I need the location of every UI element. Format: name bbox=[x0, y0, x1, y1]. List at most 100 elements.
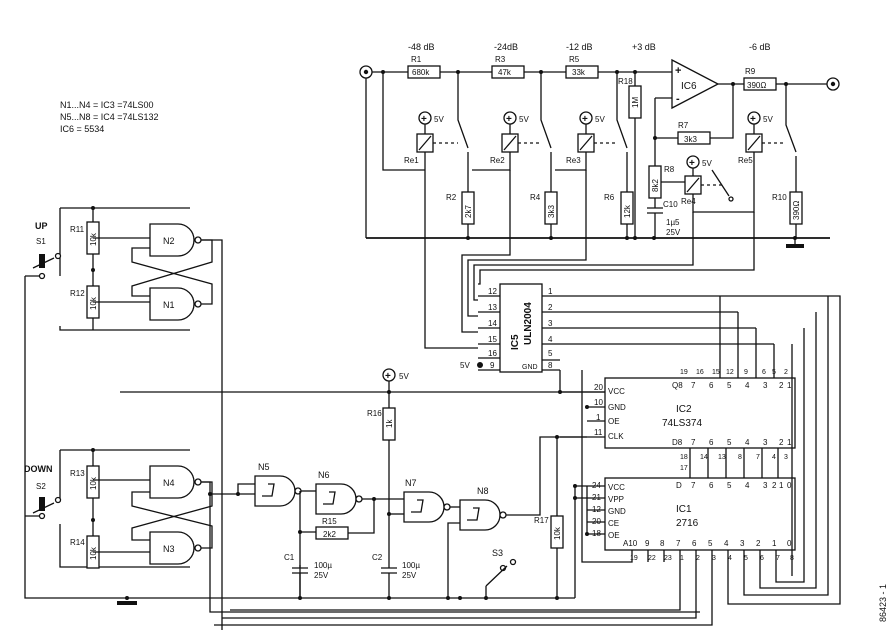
ic2-74ls374: VCC GND OE CLK 20 10 1 11 IC2 74LS374 Q8… bbox=[560, 296, 796, 478]
svg-text:3: 3 bbox=[712, 555, 716, 562]
svg-text:N5: N5 bbox=[258, 462, 270, 472]
svg-text:6: 6 bbox=[760, 555, 764, 562]
flipflop-down: R13 10k R14 10k N4 N3 DOWN S2 bbox=[24, 448, 700, 613]
notes-block: N1...N4 = IC3 =74LS00 N5...N8 = IC4 =74L… bbox=[60, 100, 159, 134]
flipflop-up: R11 10k R12 10k N2 N1 UP S1 bbox=[24, 206, 223, 630]
relay-re2: + 5V Re2 bbox=[472, 111, 541, 171]
svg-text:2: 2 bbox=[779, 438, 784, 447]
r5-value: 33k bbox=[572, 68, 586, 77]
svg-text:CLK: CLK bbox=[608, 432, 624, 441]
svg-text:N2: N2 bbox=[163, 236, 175, 246]
svg-text:15: 15 bbox=[488, 335, 497, 344]
svg-text:ULN2004: ULN2004 bbox=[523, 302, 534, 345]
relay-re3: + 5V Re3 bbox=[555, 111, 617, 171]
svg-text:D8: D8 bbox=[672, 438, 683, 447]
svg-text:Re1: Re1 bbox=[404, 156, 419, 165]
svg-text:7: 7 bbox=[691, 381, 696, 390]
ground-symbol-logic bbox=[117, 601, 137, 605]
svg-text:16: 16 bbox=[488, 349, 497, 358]
attenuator-section: -48 dB -24dB -12 dB +3 dB -6 dB R1 680k … bbox=[359, 42, 840, 255]
svg-text:2716: 2716 bbox=[676, 518, 699, 529]
svg-text:1: 1 bbox=[772, 539, 777, 548]
r15-name: R15 bbox=[322, 517, 337, 526]
svg-text:4: 4 bbox=[745, 481, 750, 490]
svg-text:3: 3 bbox=[740, 539, 745, 548]
svg-text:10: 10 bbox=[594, 398, 603, 407]
r6-name: R6 bbox=[604, 193, 615, 202]
svg-text:9: 9 bbox=[490, 361, 495, 370]
r1-value: 680k bbox=[412, 68, 430, 77]
r14-value: 10k bbox=[89, 546, 98, 560]
r12-name: R12 bbox=[70, 289, 85, 298]
r11-name: R11 bbox=[70, 225, 85, 234]
svg-text:5: 5 bbox=[727, 381, 732, 390]
c10-name: C10 bbox=[663, 200, 678, 209]
ic1-2716: VCC VPP GND CE OE 24 21 12 20 18 IC1 271… bbox=[214, 296, 829, 626]
svg-text:7: 7 bbox=[756, 454, 760, 461]
svg-text:OE: OE bbox=[608, 417, 620, 426]
svg-text:5V: 5V bbox=[399, 372, 409, 381]
relay-re1: + 5V Re1 bbox=[404, 111, 458, 255]
svg-text:N8: N8 bbox=[477, 486, 489, 496]
capacitors-c1-c2: C1 100µ 25V C2 100µ 25V bbox=[284, 553, 420, 600]
svg-text:74LS374: 74LS374 bbox=[662, 418, 702, 429]
svg-text:OE: OE bbox=[608, 531, 620, 540]
svg-text:5V: 5V bbox=[702, 159, 712, 168]
r6-value: 12k bbox=[623, 204, 632, 218]
svg-text:S1: S1 bbox=[36, 237, 46, 246]
svg-text:13: 13 bbox=[488, 303, 497, 312]
svg-text:CE: CE bbox=[608, 519, 619, 528]
gate-n1 bbox=[149, 287, 195, 321]
svg-text:1: 1 bbox=[787, 438, 792, 447]
c10-value: 1µ5 bbox=[666, 218, 680, 227]
relay-re5: + 5V Re5 bbox=[738, 111, 786, 165]
svg-text:17: 17 bbox=[680, 465, 688, 472]
svg-text:1: 1 bbox=[548, 287, 553, 296]
svg-text:1: 1 bbox=[680, 555, 684, 562]
svg-text:3: 3 bbox=[548, 319, 553, 328]
svg-text:2: 2 bbox=[756, 539, 761, 548]
svg-text:0: 0 bbox=[787, 481, 792, 490]
svg-text:1: 1 bbox=[779, 481, 784, 490]
svg-text:+: + bbox=[675, 65, 681, 77]
r2-value: 2k7 bbox=[464, 205, 473, 218]
svg-text:-: - bbox=[676, 93, 680, 105]
svg-text:4: 4 bbox=[772, 454, 776, 461]
svg-text:N1: N1 bbox=[163, 300, 175, 310]
svg-text:5: 5 bbox=[708, 539, 713, 548]
svg-text:GND: GND bbox=[608, 403, 626, 412]
svg-text:Q8: Q8 bbox=[672, 381, 683, 390]
svg-text:GND: GND bbox=[522, 364, 538, 371]
svg-text:C2: C2 bbox=[372, 553, 383, 562]
r9-value: 390Ω bbox=[747, 81, 766, 90]
svg-text:N3: N3 bbox=[163, 544, 175, 554]
svg-text:11: 11 bbox=[594, 428, 603, 437]
svg-text:N4: N4 bbox=[163, 478, 175, 488]
svg-text:2: 2 bbox=[772, 481, 777, 490]
svg-text:5: 5 bbox=[744, 555, 748, 562]
svg-text:Re4: Re4 bbox=[681, 197, 696, 206]
switch-s3-r17: S3 R17 10k bbox=[484, 370, 589, 600]
relay-re4: + 5V Re4 bbox=[661, 152, 755, 213]
r3-value: 47k bbox=[498, 68, 512, 77]
svg-text:22: 22 bbox=[648, 555, 656, 562]
svg-text:23: 23 bbox=[664, 555, 672, 562]
r13-name: R13 bbox=[70, 469, 85, 478]
svg-text:+: + bbox=[421, 114, 427, 125]
svg-text:UP: UP bbox=[35, 221, 48, 231]
svg-text:4: 4 bbox=[745, 438, 750, 447]
ground-symbol-attenuator bbox=[786, 244, 804, 248]
svg-text:5V: 5V bbox=[595, 115, 605, 124]
svg-text:D: D bbox=[676, 481, 682, 490]
svg-text:4: 4 bbox=[724, 539, 729, 548]
svg-text:6: 6 bbox=[709, 438, 714, 447]
svg-text:+: + bbox=[506, 114, 512, 125]
svg-text:+: + bbox=[582, 114, 588, 125]
label-24db: -24dB bbox=[494, 42, 518, 52]
label-6db: -6 dB bbox=[749, 42, 771, 52]
svg-text:IC1: IC1 bbox=[676, 504, 692, 515]
svg-text:6: 6 bbox=[709, 381, 714, 390]
supply-5v-r16: + 5V R16 1k bbox=[120, 368, 605, 560]
svg-text:3: 3 bbox=[784, 454, 788, 461]
